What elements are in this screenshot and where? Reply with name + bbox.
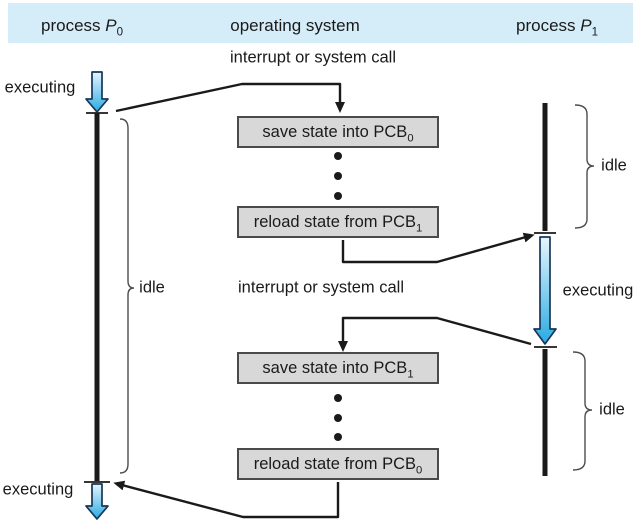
header-process-p1-var: P <box>580 16 592 35</box>
box-sub: 1 <box>416 221 423 234</box>
interrupt-label-top: interrupt or system call <box>230 48 396 67</box>
dot <box>334 433 342 441</box>
header-process-p0-var: P <box>105 16 117 35</box>
dot <box>334 172 342 180</box>
box-text: save state into PCB <box>262 358 408 377</box>
flow-p0-interrupt-to-save-pcb0 <box>115 82 345 113</box>
p0-executing-label-bottom: executing <box>2 480 74 499</box>
os-box-reload-pcb1: reload state from PCB1 <box>237 206 439 238</box>
p1-idle-brace-upper <box>574 104 595 229</box>
p1-idle-label-upper: idle <box>601 156 627 175</box>
p0-idle-label: idle <box>139 278 165 297</box>
dot <box>334 192 342 200</box>
header-process-p1: process P1 <box>515 16 599 39</box>
p0-executing-label-top: executing <box>4 78 76 97</box>
os-box-save-pcb1-label: save state into PCB1 <box>262 358 414 380</box>
os-box-reload-pcb0-label: reload state from PCB0 <box>253 454 423 476</box>
header-process-p0-sub: 0 <box>116 26 124 39</box>
os-box-reload-pcb0: reload state from PCB0 <box>237 448 439 480</box>
box-text: reload state from PCB <box>253 212 417 231</box>
header-operating-system-label: operating system <box>230 16 360 35</box>
p1-timeline-bar-lower <box>542 349 548 476</box>
p1-executing-arrow-icon <box>533 236 557 345</box>
p0-idle-brace <box>119 118 135 474</box>
box-text: reload state from PCB <box>253 454 417 473</box>
p1-timeline-bar-upper <box>542 103 548 231</box>
os-box-save-pcb0-label: save state into PCB0 <box>262 122 414 144</box>
os-box-save-pcb1: save state into PCB1 <box>237 352 439 384</box>
box-sub: 0 <box>416 463 423 476</box>
dot <box>334 414 342 422</box>
p1-executing-label: executing <box>562 281 634 300</box>
p0-resume-executing-arrow-icon <box>85 483 109 520</box>
p0-timeline-bar <box>94 113 100 481</box>
flow-reload-pcb0-to-p0 <box>113 480 340 519</box>
box-text: save state into PCB <box>262 122 408 141</box>
os-ellipsis-lower <box>334 394 342 441</box>
os-box-reload-pcb1-label: reload state from PCB1 <box>253 212 423 234</box>
header-operating-system: operating system <box>230 16 359 36</box>
p1-idle-brace-lower <box>572 351 593 471</box>
os-ellipsis-upper <box>334 152 342 200</box>
box-sub: 1 <box>407 367 414 380</box>
interrupt-label-bottom: interrupt or system call <box>238 278 404 297</box>
p0-executing-arrow-icon <box>85 71 109 113</box>
flow-p1-interrupt-to-save-pcb1 <box>338 316 532 352</box>
box-sub: 0 <box>407 131 414 144</box>
header-process-p1-label: process <box>515 16 581 35</box>
p1-idle-label-lower: idle <box>599 400 625 419</box>
header-process-p0: process P0 <box>40 16 124 39</box>
dot <box>334 152 342 160</box>
header-process-p1-sub: 1 <box>591 26 599 39</box>
flow-reload-pcb1-to-p1 <box>341 232 535 264</box>
header-process-p0-label: process <box>40 16 106 35</box>
header-bar: process P0 operating system process P1 <box>8 3 633 43</box>
dot <box>334 394 342 402</box>
os-box-save-pcb0: save state into PCB0 <box>237 116 439 148</box>
